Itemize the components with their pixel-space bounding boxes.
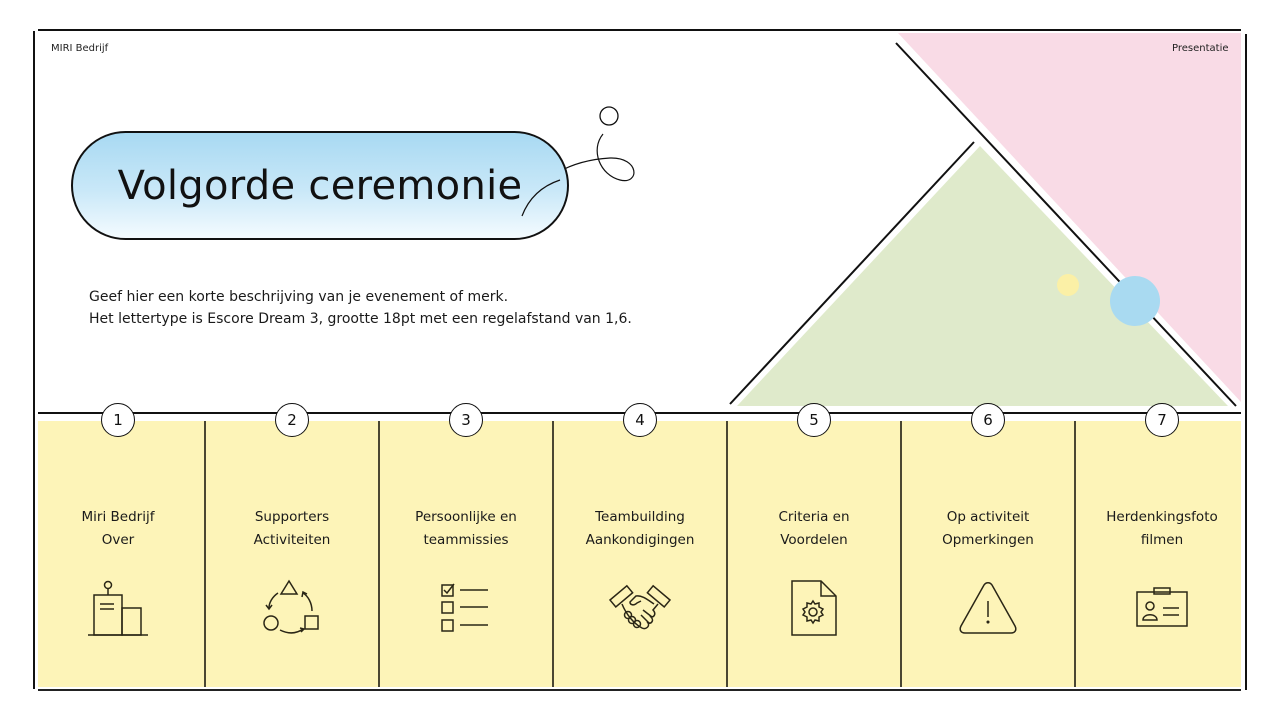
step-divider — [1074, 421, 1076, 687]
description: Geef hier een korte beschrijving van je … — [89, 286, 632, 330]
frame-top-border — [38, 29, 1241, 31]
checklist-icon — [379, 581, 553, 635]
small-circle-icon — [599, 106, 619, 126]
steps-panel — [38, 421, 1241, 687]
step-number-6: 6 — [971, 403, 1005, 437]
step-divider — [378, 421, 380, 687]
step-number-4: 4 — [623, 403, 657, 437]
step-divider — [552, 421, 554, 687]
step-divider — [900, 421, 902, 687]
step-number-3: 3 — [449, 403, 483, 437]
description-line-2: Het lettertype is Escore Dream 3, groott… — [89, 311, 632, 327]
id-badge-icon — [1075, 586, 1249, 628]
frame-left-border — [33, 31, 35, 689]
step-number-2: 2 — [275, 403, 309, 437]
presentation-label: Presentatie — [1172, 43, 1229, 54]
frame-bottom-border — [38, 689, 1241, 691]
step-number-1: 1 — [101, 403, 135, 437]
step-number-7: 7 — [1145, 403, 1179, 437]
warning-icon — [901, 580, 1075, 636]
step-divider — [204, 421, 206, 687]
cycle-shapes-icon — [205, 578, 379, 638]
page-title: Volgorde ceremonie — [117, 162, 523, 209]
green-triangle-edge — [729, 141, 975, 405]
frame-right-border — [1245, 34, 1247, 690]
yellow-dot — [1057, 274, 1079, 296]
brand-label: MIRI Bedrijf — [51, 43, 109, 54]
step-divider — [726, 421, 728, 687]
title-pill — [71, 131, 569, 240]
handshake-icon — [553, 580, 727, 636]
blue-dot — [1110, 276, 1160, 326]
diagonal-line — [895, 42, 1237, 407]
description-line-1: Geef hier een korte beschrijving van je … — [89, 289, 509, 305]
green-triangle — [737, 146, 1228, 406]
document-gear-icon — [727, 579, 901, 637]
building-icon — [31, 578, 205, 638]
step-number-5: 5 — [797, 403, 831, 437]
